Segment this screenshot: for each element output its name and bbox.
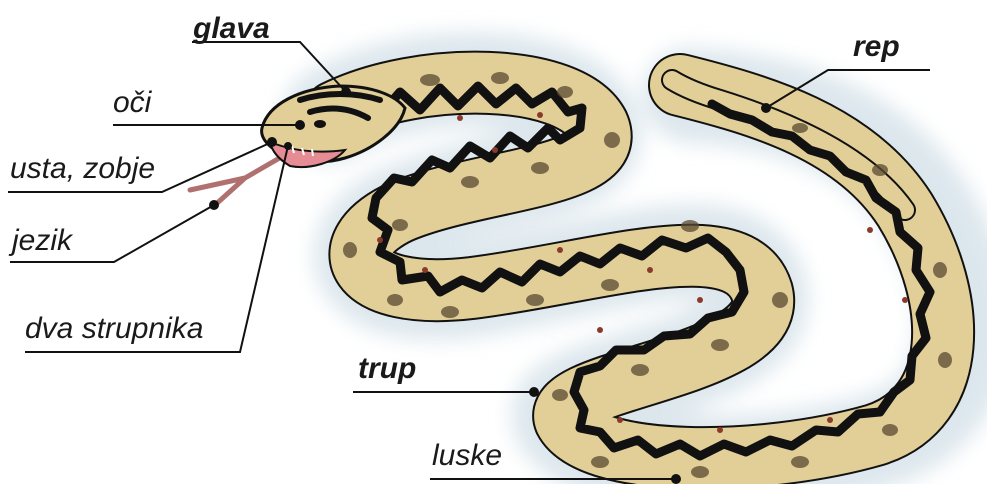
eye — [314, 120, 326, 128]
label-luske: luske — [432, 439, 502, 472]
dot-trup — [529, 387, 539, 397]
label-glava: glava — [192, 12, 270, 45]
label-oci: oči — [113, 86, 153, 119]
dot-luske — [671, 474, 681, 484]
tongue — [190, 152, 290, 205]
label-rep: rep — [853, 30, 900, 63]
label-usta-zobje: usta, zobje — [10, 152, 155, 185]
dot-zobje — [284, 142, 292, 150]
dot-jezik — [209, 200, 219, 210]
label-dva-strupnika: dva strupnika — [25, 312, 203, 345]
dot-glava — [341, 87, 351, 97]
dot-oci — [295, 120, 305, 130]
dot-usta-zobje — [267, 137, 277, 147]
label-jezik: jezik — [8, 224, 74, 257]
label-trup: trup — [358, 352, 416, 385]
dot-rep — [761, 103, 771, 113]
snake-body — [190, 72, 952, 478]
